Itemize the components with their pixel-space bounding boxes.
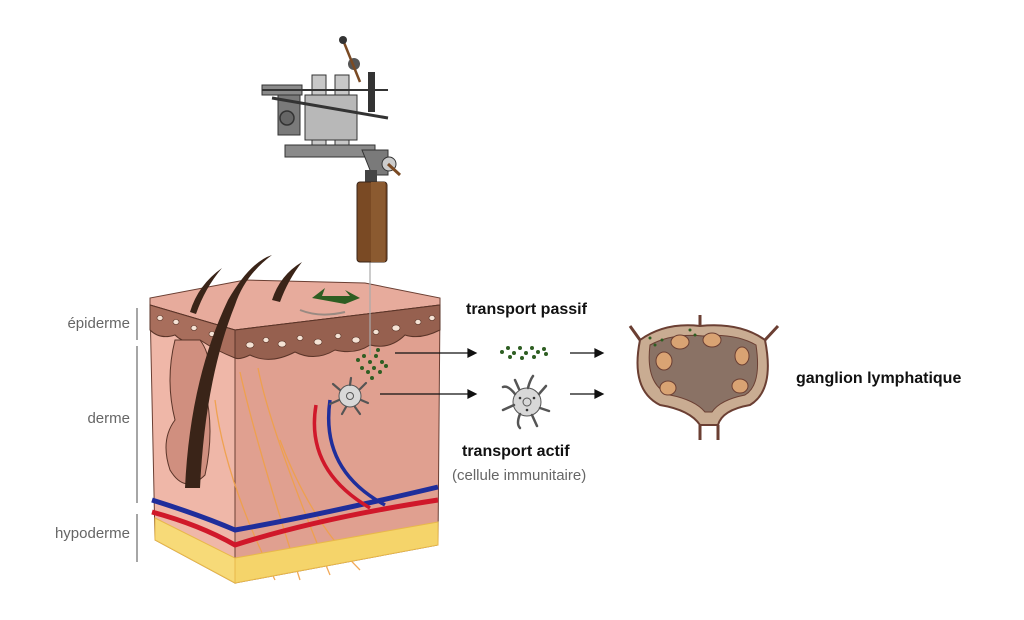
ink-particles-dermis [356,348,388,380]
label-lymph-node: ganglion lymphatique [796,370,962,387]
label-dermis: derme [87,410,130,427]
immune-cell-dermis [328,376,370,416]
label-passive-transport: transport passif [466,301,587,318]
epidermis-front [234,304,441,360]
immune-cell [501,374,551,430]
lymph-node [628,315,780,440]
tattoo-machine [261,36,402,263]
surface-arrow [299,309,346,316]
hair-short-1 [190,268,222,314]
artery-branch [312,404,371,510]
label-immune-cell-note: (cellule immunitaire) [452,467,587,484]
hair-short-2 [272,262,302,302]
skin-block [149,255,441,584]
vein-branch [327,399,386,507]
label-hypodermis: hypoderme [54,525,130,542]
label-epidermis: épiderme [67,315,130,332]
artery [151,497,439,548]
arrows [380,348,605,399]
ink-particle-cluster [500,346,548,360]
label-active-transport: transport actif [462,443,570,460]
hair-long [185,255,272,488]
tattoo-ink-surface [312,288,360,304]
fat-left [154,517,236,584]
